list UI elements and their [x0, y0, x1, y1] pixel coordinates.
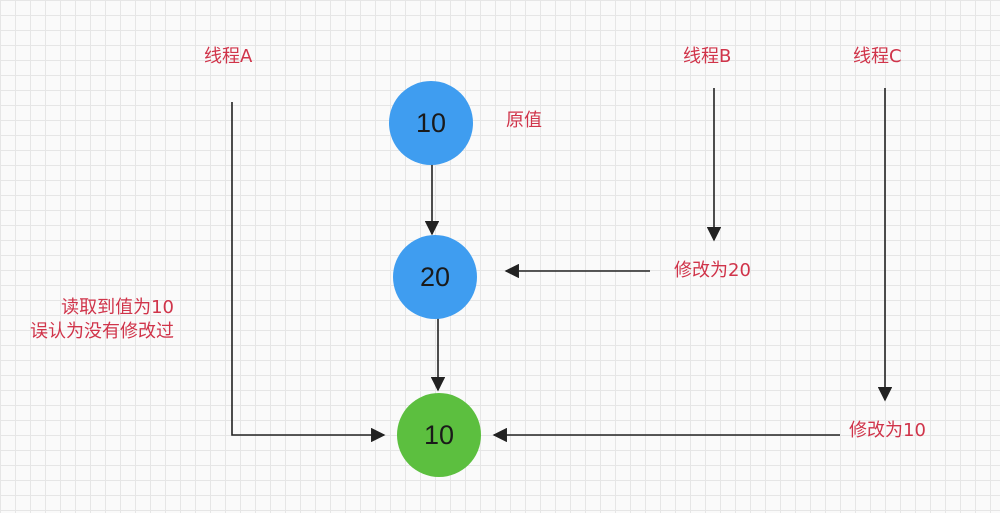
thread-b-label: 线程B [683, 46, 732, 67]
misread-note-line-1: 读取到值为10 [61, 297, 174, 318]
thread-a-label: 线程A [204, 46, 253, 67]
thread-a-arrow [231, 102, 386, 443]
original-value-node: 10 [389, 81, 473, 165]
final-value-node: 10 [397, 393, 481, 477]
modified-value-node: 20 [393, 235, 477, 319]
original-value-label: 原值 [506, 110, 542, 131]
modify-to-20-label: 修改为20 [674, 260, 751, 281]
thread-c-label: 线程C [853, 46, 902, 67]
misread-note-line-2: 误认为没有修改过 [30, 321, 174, 342]
modify-to-10-label: 修改为10 [849, 420, 926, 441]
misread-note: 读取到值为10 误认为没有修改过 [30, 296, 174, 344]
